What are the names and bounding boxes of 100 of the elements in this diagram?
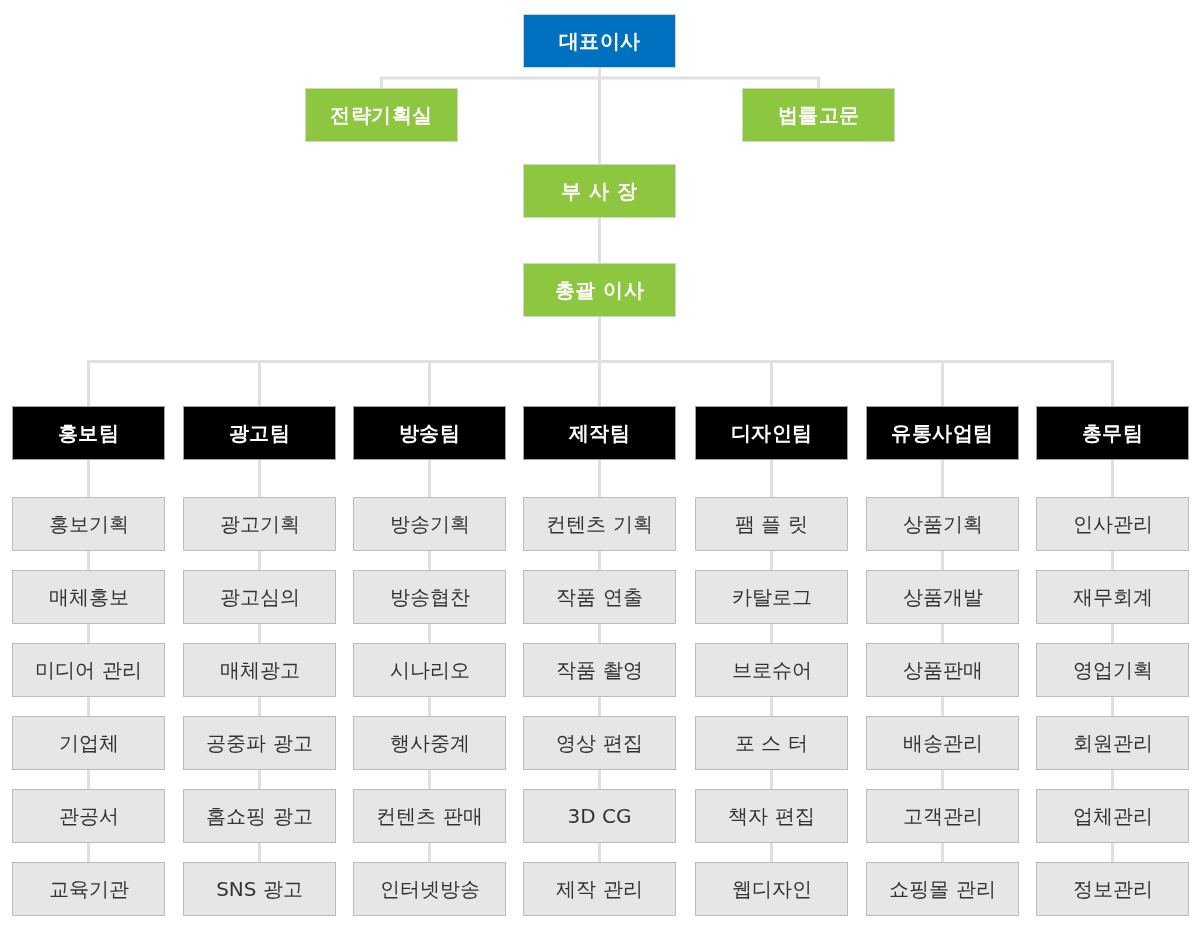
box-label: 매체광고 bbox=[219, 658, 300, 682]
box-label: 미디어 관리 bbox=[35, 658, 142, 682]
duty-box bbox=[866, 643, 1019, 697]
box-label: 인터넷방송 bbox=[379, 877, 480, 901]
box-label: 홍보기획 bbox=[48, 512, 129, 536]
duty-box bbox=[1036, 497, 1189, 551]
duty-box bbox=[12, 862, 165, 916]
duty-box bbox=[353, 716, 506, 770]
box-label: 유통사업팀 bbox=[891, 421, 994, 445]
box-label: 총괄 이사 bbox=[554, 278, 645, 302]
duty-box bbox=[523, 643, 676, 697]
executive-box bbox=[305, 88, 458, 142]
box-label: 컨텐츠 기획 bbox=[546, 512, 653, 536]
executive-box bbox=[742, 88, 895, 142]
box-label: 법률고문 bbox=[777, 103, 860, 127]
duty-box bbox=[866, 789, 1019, 843]
duty-box bbox=[12, 716, 165, 770]
duty-box bbox=[12, 570, 165, 624]
box-label: 기업체 bbox=[58, 731, 119, 755]
team-box bbox=[183, 406, 336, 460]
box-label: 관공서 bbox=[58, 804, 119, 828]
box-label: 3D CG bbox=[567, 804, 632, 828]
duty-box bbox=[183, 862, 336, 916]
duty-box bbox=[353, 789, 506, 843]
duty-box bbox=[12, 643, 165, 697]
box-label: 정보관리 bbox=[1072, 877, 1153, 901]
box-label: 작품 촬영 bbox=[556, 658, 643, 682]
box-label: 영업기획 bbox=[1072, 658, 1153, 682]
team-box bbox=[523, 406, 676, 460]
box-label: 부 사 장 bbox=[561, 179, 638, 203]
team-box bbox=[353, 406, 506, 460]
duty-box bbox=[695, 643, 848, 697]
box-label: 홈쇼핑 광고 bbox=[206, 804, 313, 828]
duty-box bbox=[695, 570, 848, 624]
box-label: 업체관리 bbox=[1072, 804, 1153, 828]
duty-box bbox=[523, 497, 676, 551]
duty-box bbox=[1036, 643, 1189, 697]
team-box bbox=[1036, 406, 1189, 460]
box-label: 상품개발 bbox=[902, 585, 983, 609]
box-label: 공중파 광고 bbox=[206, 731, 313, 755]
box-label: 인사관리 bbox=[1072, 512, 1153, 536]
box-label: 상품기획 bbox=[902, 512, 983, 536]
duty-box bbox=[866, 497, 1019, 551]
box-label: 상품판매 bbox=[902, 658, 983, 682]
box-label: 재무회계 bbox=[1072, 585, 1153, 609]
duty-box bbox=[1036, 716, 1189, 770]
box-label: 카탈로그 bbox=[731, 585, 812, 609]
box-label: 홍보팀 bbox=[57, 421, 120, 445]
duty-box bbox=[523, 570, 676, 624]
box-label: 팸 플 릿 bbox=[735, 512, 808, 536]
box-label: 교육기관 bbox=[48, 877, 129, 901]
box-label: 고객관리 bbox=[902, 804, 983, 828]
duty-box bbox=[695, 716, 848, 770]
duty-box bbox=[695, 789, 848, 843]
box-label: 영상 편집 bbox=[556, 731, 643, 755]
box-label: 배송관리 bbox=[902, 731, 983, 755]
duty-box bbox=[353, 862, 506, 916]
box-label: 포 스 터 bbox=[735, 731, 808, 755]
box-label: 총무팀 bbox=[1081, 421, 1144, 445]
duty-box bbox=[183, 643, 336, 697]
executive-box bbox=[523, 164, 676, 218]
box-label: 전략기획실 bbox=[330, 103, 433, 127]
duty-box bbox=[183, 570, 336, 624]
duty-box bbox=[866, 570, 1019, 624]
box-label: 행사중계 bbox=[389, 731, 470, 755]
duty-box bbox=[353, 497, 506, 551]
box-label: 제작 관리 bbox=[556, 877, 643, 901]
duty-box bbox=[12, 789, 165, 843]
duty-box bbox=[523, 862, 676, 916]
box-label: 대표이사 bbox=[558, 29, 641, 53]
team-box bbox=[12, 406, 165, 460]
box-label: 작품 연출 bbox=[556, 585, 643, 609]
duty-box bbox=[866, 862, 1019, 916]
team-box bbox=[866, 406, 1019, 460]
box-label: 광고기획 bbox=[219, 512, 300, 536]
box-label: 컨텐츠 판매 bbox=[376, 804, 483, 828]
duty-box bbox=[12, 497, 165, 551]
duty-box bbox=[353, 643, 506, 697]
box-label: 방송팀 bbox=[398, 421, 461, 445]
box-label: 방송기획 bbox=[389, 512, 470, 536]
executive-box bbox=[523, 14, 676, 68]
duty-box bbox=[183, 789, 336, 843]
box-label: 광고팀 bbox=[228, 421, 291, 445]
box-label: 광고심의 bbox=[219, 585, 300, 609]
box-label: 디자인팀 bbox=[730, 421, 813, 445]
box-label: 웹디자인 bbox=[731, 877, 812, 901]
box-label: 방송협찬 bbox=[389, 585, 470, 609]
box-label: 책자 편집 bbox=[728, 804, 815, 828]
duty-box bbox=[523, 716, 676, 770]
team-box bbox=[695, 406, 848, 460]
duty-box bbox=[183, 716, 336, 770]
box-label: 시나리오 bbox=[389, 658, 470, 682]
duty-box bbox=[1036, 570, 1189, 624]
box-label: SNS 광고 bbox=[216, 877, 303, 901]
duty-box bbox=[1036, 789, 1189, 843]
duty-box bbox=[695, 497, 848, 551]
box-label: 매체홍보 bbox=[48, 585, 129, 609]
duty-box bbox=[353, 570, 506, 624]
duty-box bbox=[1036, 862, 1189, 916]
duty-box bbox=[183, 497, 336, 551]
